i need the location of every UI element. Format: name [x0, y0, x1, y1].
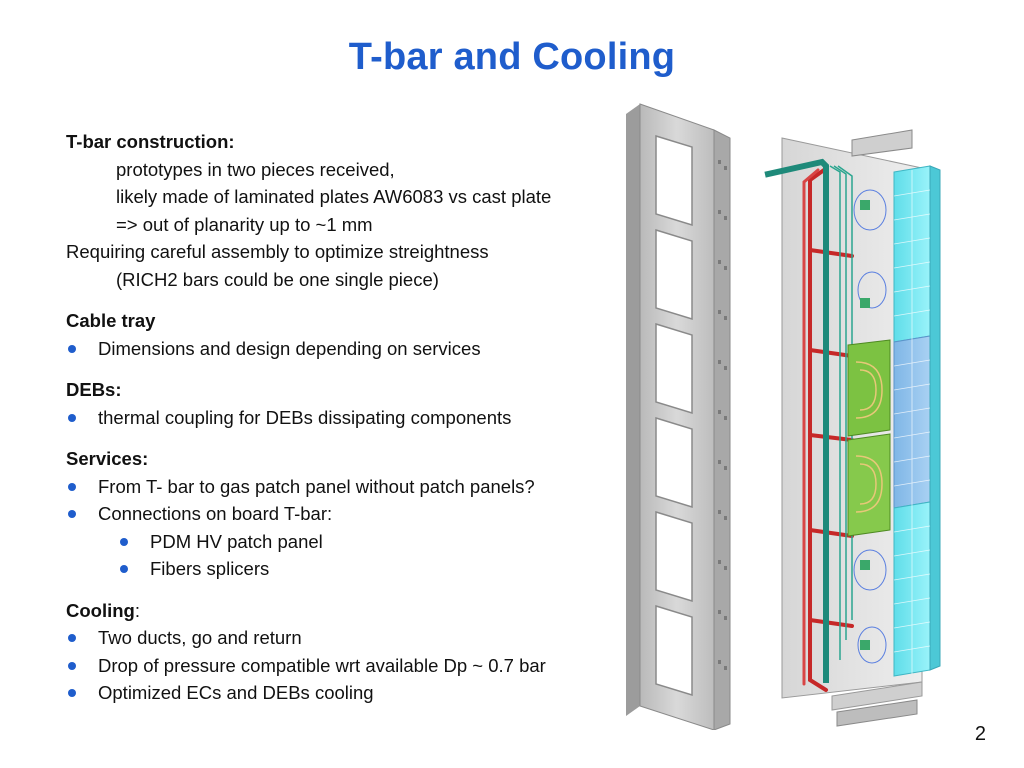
debs-heading: DEBs:: [66, 379, 122, 400]
cooling-branch: [808, 248, 854, 628]
cooling-bullet: Drop of pressure compatible wrt availabl…: [66, 652, 626, 680]
tbar-note: (RICH2 bars could be one single piece): [116, 268, 439, 290]
cooling-pipe: [802, 168, 820, 686]
bottom-flange: [831, 681, 923, 711]
tbar-window: [655, 604, 693, 697]
cable-duct: [764, 158, 829, 683]
module-stack: [893, 165, 941, 677]
tbar-line: prototypes in two pieces received,: [116, 158, 395, 180]
services-bullet: Connections on board T-bar:: [66, 500, 626, 528]
tbar-window: [655, 416, 693, 509]
cooling-heading: Cooling: [66, 599, 135, 621]
deb-board: [847, 433, 891, 537]
cooling-colon: :: [134, 599, 140, 621]
tbar-window: [655, 510, 693, 603]
tbar-edge: [626, 104, 640, 716]
deb-boards: [847, 339, 891, 537]
cooling-pipe: [808, 168, 828, 692]
module-side: [929, 165, 941, 671]
slide-body: T-bar construction: prototypes in two pi…: [66, 128, 626, 707]
cooling-bullet: Two ducts, go and return: [66, 624, 626, 652]
bottom-bracket: [836, 699, 918, 727]
debs-bullet: thermal coupling for DEBs dissipating co…: [66, 404, 626, 432]
tbar-bare: [626, 103, 731, 730]
top-bracket: [851, 129, 913, 157]
tbar-cooling-figure: [626, 103, 941, 730]
cable-duct-path: [764, 158, 829, 683]
page-number: 2: [974, 723, 986, 745]
tbar-holes: [718, 160, 727, 670]
tbar-line: likely made of laminated plates AW6083 v…: [116, 186, 552, 207]
hv-connectors: [860, 200, 870, 650]
slide-title: T-bar and Cooling: [348, 36, 676, 78]
tbar-window: [655, 322, 693, 415]
cable-tray-bullet: Dimensions and design depending on servi…: [66, 335, 626, 363]
fiber-loops: [853, 189, 887, 664]
tbar-windows: [655, 134, 693, 697]
tbar-flange: [713, 129, 731, 730]
tbar-equipped: [764, 129, 941, 727]
cooling-heading-line: Cooling:: [66, 597, 626, 625]
tbar-window: [655, 228, 693, 321]
tbar-heading: T-bar construction:: [66, 131, 235, 152]
cable-tray-heading: Cable tray: [66, 310, 156, 331]
services-subbullet: Fibers splicers: [66, 555, 626, 583]
tbar-window: [655, 134, 693, 227]
tbar-line: => out of planarity up to ~1 mm: [116, 213, 373, 235]
deb-board: [847, 339, 891, 437]
services-bullet: From T- bar to gas patch panel without p…: [66, 473, 626, 501]
cooling-bullet: Optimized ECs and DEBs cooling: [66, 679, 626, 707]
services-subbullet: PDM HV patch panel: [66, 528, 626, 556]
cooling-pipes: [802, 168, 854, 692]
tbar-requirement: Requiring careful assembly to optimize s…: [66, 241, 489, 262]
services-heading: Services:: [66, 448, 149, 469]
